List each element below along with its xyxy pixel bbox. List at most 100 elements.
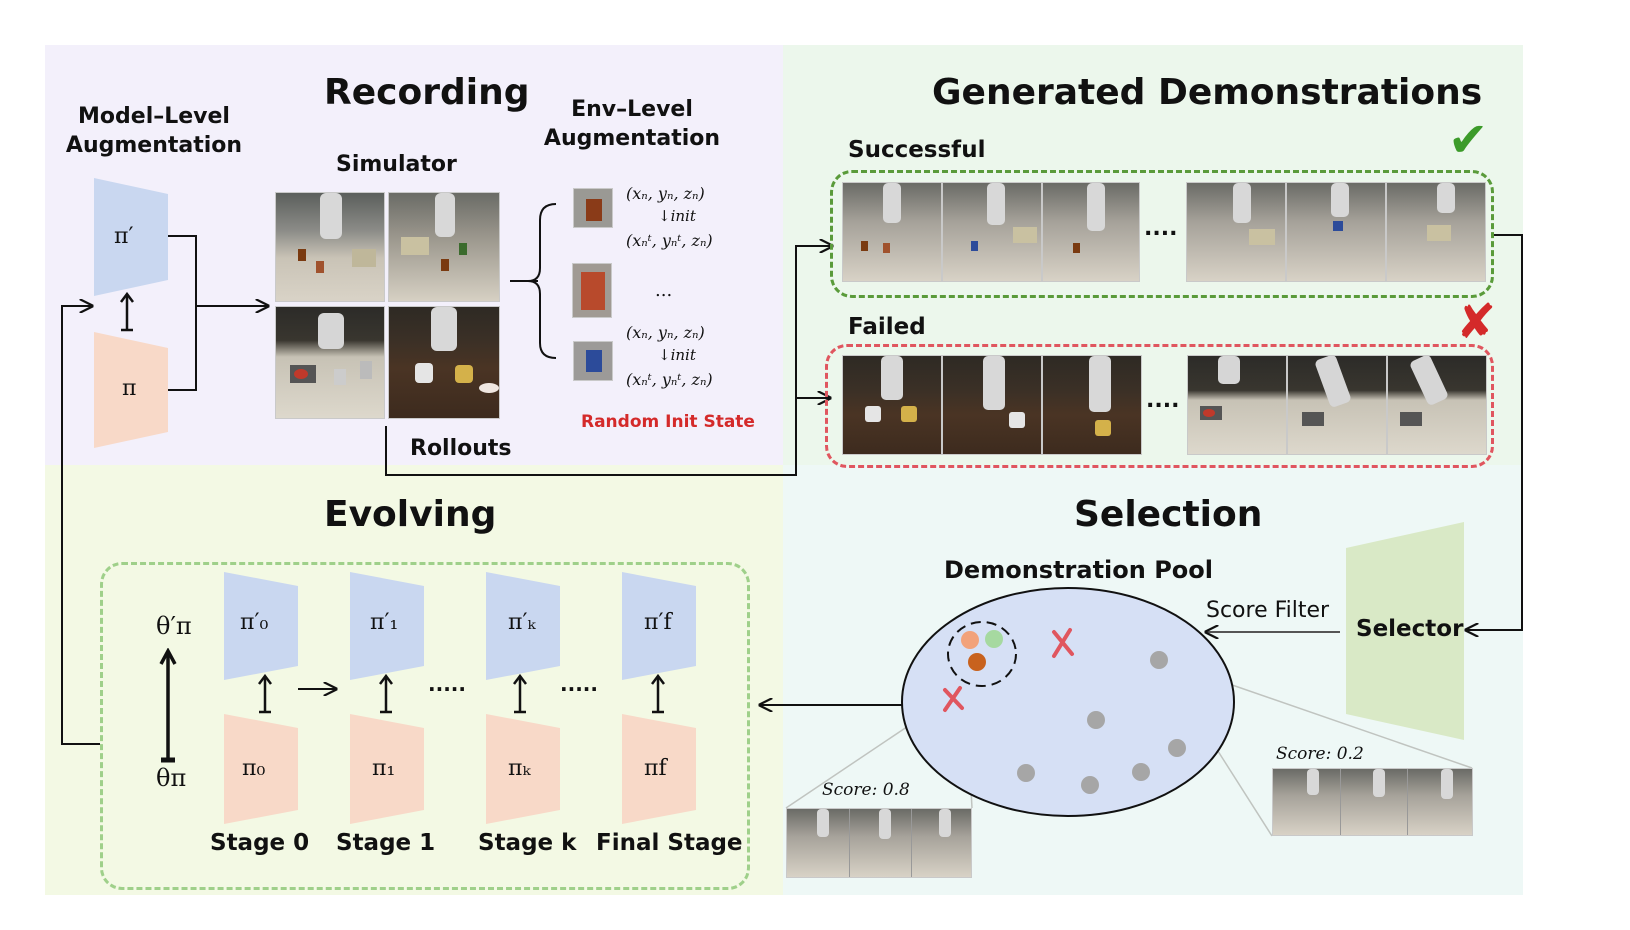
env-object-thumb-2 bbox=[572, 263, 612, 318]
model-aug-label: Model–Level Augmentation bbox=[65, 104, 243, 158]
state1-bot: (xₙᵗ, yₙᵗ, zₙ) bbox=[626, 231, 713, 250]
success-frame-2 bbox=[942, 182, 1042, 282]
score-a-label: Score: 0.8 bbox=[822, 780, 910, 800]
sim-thumb-2 bbox=[388, 192, 500, 302]
state1-mid: ↓init bbox=[658, 207, 696, 225]
final-up-arrow bbox=[651, 674, 665, 714]
rollouts-connector bbox=[385, 246, 832, 476]
simulator-label: Simulator bbox=[336, 152, 457, 177]
final-bottom-label: πf bbox=[644, 756, 667, 781]
state2-bot: (xₙᵗ, yₙᵗ, zₙ) bbox=[626, 370, 713, 389]
sim-thumb-4 bbox=[388, 306, 500, 419]
stagek-top-trapezoid bbox=[486, 572, 560, 680]
check-mark: ✔ bbox=[1448, 112, 1489, 168]
env-aug-label: Env–Level Augmentation bbox=[543, 97, 721, 151]
pi-label: π bbox=[122, 376, 137, 401]
generated-title: Generated Demonstrations bbox=[932, 72, 1483, 113]
rollouts-label: Rollouts bbox=[410, 436, 512, 461]
recording-title: Recording bbox=[324, 72, 530, 113]
pool-cross-2 bbox=[943, 686, 964, 712]
stage1-up-arrow bbox=[379, 674, 393, 714]
success-frame-4 bbox=[1186, 182, 1286, 282]
pool-dot-gray-3 bbox=[1168, 739, 1186, 757]
stagek-top-label: π′ₖ bbox=[508, 610, 536, 635]
stagek-label: Stage k bbox=[478, 830, 577, 856]
final-top-label: π′f bbox=[644, 610, 672, 635]
theta-label: θπ bbox=[156, 764, 187, 792]
pi-prime-trapezoid bbox=[94, 178, 168, 296]
stage0-bottom-trapezoid bbox=[224, 714, 298, 824]
pool-dot-gray-6 bbox=[1132, 763, 1150, 781]
score-b-thumb bbox=[1272, 768, 1473, 836]
state1-top: (xₙ, yₙ, zₙ) bbox=[626, 184, 705, 203]
sim-thumb-3 bbox=[275, 306, 385, 419]
pool-dot-green bbox=[985, 630, 1003, 648]
selection-title: Selection bbox=[1074, 494, 1263, 535]
stage0-bottom-label: π₀ bbox=[242, 756, 266, 781]
pool-cross-1 bbox=[1052, 628, 1074, 658]
theta-up-arrow bbox=[159, 648, 177, 763]
stage0-top-trapezoid bbox=[224, 572, 298, 680]
score-b-label: Score: 0.2 bbox=[1276, 744, 1364, 764]
pi-trapezoid bbox=[94, 332, 168, 448]
pool-ellipse bbox=[901, 587, 1235, 817]
failed-label: Failed bbox=[848, 314, 926, 340]
evolving-box bbox=[100, 562, 750, 890]
evolving-title: Evolving bbox=[324, 494, 497, 535]
selected-cluster bbox=[947, 621, 1017, 687]
selector-trapezoid bbox=[1346, 522, 1464, 740]
pool-dot-orange bbox=[961, 631, 979, 649]
pi-prime-label: π′ bbox=[114, 224, 134, 249]
theta-prime-label: θ′π bbox=[156, 612, 192, 640]
pool-label: Demonstration Pool bbox=[944, 556, 1213, 584]
stage1-bottom-trapezoid bbox=[350, 714, 424, 824]
env-brace bbox=[527, 203, 557, 359]
final-stage-label: Final Stage bbox=[596, 830, 743, 856]
final-bottom-trapezoid bbox=[622, 714, 696, 824]
pi-up-arrow bbox=[120, 292, 134, 332]
state2-mid: ↓init bbox=[658, 346, 696, 364]
evolve-loop-connector bbox=[61, 306, 100, 745]
selector-label: Selector bbox=[1356, 616, 1464, 642]
success-frame-5 bbox=[1286, 182, 1386, 282]
stagek-bottom-trapezoid bbox=[486, 714, 560, 824]
stagek-bottom-label: πₖ bbox=[508, 756, 531, 781]
cross-mark: ✘ bbox=[1456, 294, 1497, 350]
failed-frame-6 bbox=[1387, 355, 1487, 455]
score-a-thumb bbox=[786, 808, 972, 878]
failed-dots: .... bbox=[1146, 388, 1180, 413]
failed-frame-4 bbox=[1187, 355, 1287, 455]
pool-dot-brown bbox=[968, 653, 986, 671]
stage1-label: Stage 1 bbox=[336, 830, 436, 856]
successful-label: Successful bbox=[848, 137, 986, 163]
final-top-trapezoid bbox=[622, 572, 696, 680]
random-init-label: Random Init State bbox=[581, 412, 755, 432]
failed-frame-2 bbox=[942, 355, 1042, 455]
pool-dot-gray-5 bbox=[1081, 776, 1099, 794]
stage0-top-label: π′₀ bbox=[240, 610, 269, 635]
failed-box bbox=[825, 344, 1494, 468]
success-to-selector bbox=[1466, 234, 1523, 630]
stage0-up-arrow bbox=[258, 674, 272, 714]
sim-thumb-1 bbox=[275, 192, 385, 302]
failed-frame-1 bbox=[842, 355, 942, 455]
env-object-thumb-3 bbox=[573, 341, 613, 381]
success-dots: .... bbox=[1144, 216, 1178, 241]
pool-dot-gray-2 bbox=[1087, 711, 1105, 729]
stagek-up-arrow bbox=[513, 674, 527, 714]
evolving-dots-1: ..... bbox=[428, 672, 466, 696]
success-frame-3 bbox=[1042, 182, 1140, 282]
stage1-top-label: π′₁ bbox=[370, 610, 399, 635]
success-frame-6 bbox=[1386, 182, 1486, 282]
pool-dot-gray-4 bbox=[1017, 764, 1035, 782]
stage0-label: Stage 0 bbox=[210, 830, 310, 856]
successful-box bbox=[830, 170, 1494, 298]
evolving-dots-2: ..... bbox=[560, 672, 598, 696]
success-frame-1 bbox=[842, 182, 942, 282]
failed-frame-3 bbox=[1042, 355, 1142, 455]
stage1-bottom-label: π₁ bbox=[372, 756, 396, 781]
score-filter-label: Score Filter bbox=[1206, 598, 1330, 623]
env-ellipsis: ... bbox=[655, 280, 673, 301]
